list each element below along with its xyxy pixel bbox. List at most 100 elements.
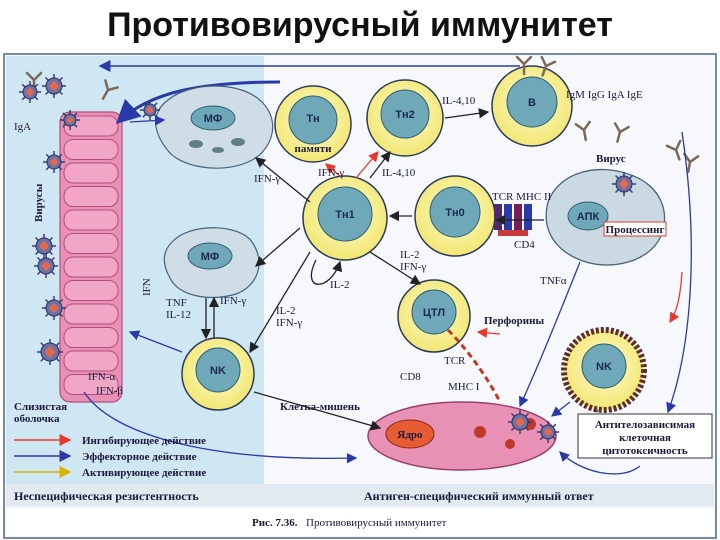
epithelial-cell (63, 256, 119, 278)
virus-particle-icon (19, 81, 41, 103)
b-label: B (528, 97, 536, 109)
interaction-arrows (83, 115, 692, 475)
antibody-icon (613, 122, 630, 143)
virus-particle-icon (42, 296, 66, 320)
th-memory-cell: Тн памяти (274, 85, 352, 163)
epithelial-cell (63, 280, 119, 301)
virus-particle-icon (37, 339, 63, 365)
macrophage-mid: МФ (163, 227, 260, 299)
adcc-label-1: Антителозависимая (595, 419, 695, 431)
ifn-vertical: IFN (141, 278, 153, 296)
adcc-label-2: клеточная (619, 432, 671, 444)
ifn-g-th1-th2: IFN-γ (318, 167, 344, 179)
mucosa-label-1: Слизистая (14, 401, 67, 413)
ifn-g-th1-mf: IFN-γ (254, 173, 280, 185)
perforins-label: Перфорины (484, 315, 544, 327)
nucleus-label: Ядро (397, 429, 423, 441)
legend-effector: Эффекторное действие (82, 451, 197, 463)
epithelial-cell (63, 162, 119, 184)
th0-cell: Тн0 (414, 175, 496, 257)
apc-cell: АПК Процессинг (545, 168, 667, 266)
adcc-box: Антителозависимая клеточная цитотоксично… (577, 413, 713, 459)
tnf-alpha-label: TNFα (540, 275, 567, 287)
nk-right-label: NK (596, 361, 612, 373)
th2-cell: Тн2 (366, 79, 444, 157)
cd4-label: CD4 (514, 239, 535, 251)
processing-label: Процессинг (606, 224, 665, 236)
caption-number: Рис. 7.36. (252, 517, 298, 529)
epithelial-cell (63, 209, 119, 231)
adcc-label-3: цитотоксичность (602, 445, 688, 457)
nk-left-label: NK (210, 365, 226, 377)
mhc1-label: MHC I (448, 381, 480, 393)
th1-cell: Тн1 (302, 175, 388, 261)
tnf-label: TNF (166, 297, 187, 309)
th1-label: Тн1 (335, 209, 354, 221)
antibody-icon (574, 120, 591, 142)
legend: Ингибирующее действие Эффекторное действ… (14, 434, 206, 479)
th0-label: Тн0 (445, 207, 464, 219)
th-memory-label-1: Тн (306, 113, 319, 125)
tcr-label: TCR (444, 355, 466, 367)
virus-particles (19, 74, 636, 443)
legend-inhibit: Ингибирующее действие (82, 435, 206, 447)
virus-particle-icon (537, 421, 559, 443)
epithelial-cell (63, 139, 119, 160)
b-cell: B (491, 65, 573, 147)
nk-right-cell: NK (561, 327, 647, 413)
virus-label: Вирус (596, 153, 626, 165)
virus-particle-icon (508, 410, 532, 434)
epithelial-cell (63, 327, 119, 348)
virus-particle-icon (612, 172, 636, 196)
il2-ctl-label: IL-2 (400, 249, 420, 261)
il2-nk-label: IL-2 (276, 305, 296, 317)
il12-label: IL-12 (166, 309, 191, 321)
antibody-icon (101, 79, 119, 100)
mucosa-arrow (115, 80, 281, 125)
cd8-label: CD8 (400, 371, 421, 383)
epithelial-cell (63, 186, 119, 207)
caption-band (6, 508, 714, 536)
il-4-10-top: IL-4,10 (442, 95, 476, 107)
ig-classes: IgM IgG IgA IgE (566, 89, 643, 101)
mf-top-label: МФ (204, 113, 223, 125)
virus-particle-icon (42, 74, 66, 98)
virus-particle-icon (60, 110, 80, 130)
virus-particle-icon (140, 100, 160, 120)
page-title: Противовирусный иммунитет (107, 6, 613, 44)
antibody-icon (665, 139, 682, 161)
epithelial-cell (63, 374, 119, 395)
virus-particle-icon (34, 254, 58, 278)
th2-label: Тн2 (395, 109, 414, 121)
epithelium (59, 111, 123, 403)
caption-text: Противовирусный иммунитет (306, 517, 447, 529)
mf-mid-label: МФ (201, 251, 220, 263)
epithelial-cell (63, 233, 119, 254)
ifn-g-nk-label: IFN-γ (276, 317, 302, 329)
ifn-g-mf-nk: IFN-γ (220, 295, 246, 307)
viruses-label: Вирусы (33, 183, 45, 222)
legend-activate: Активирующее действие (82, 467, 206, 479)
tcr-mhc-label: TCR MHC II (492, 191, 552, 203)
target-cell-label: Клетка-мишень (280, 401, 360, 413)
antibody-icon (515, 55, 533, 76)
epithelial-cell (63, 350, 119, 372)
iga-left-label: IgA (14, 121, 31, 133)
th-memory-label-2: памяти (294, 143, 332, 155)
antibody-icon (540, 55, 557, 77)
footer-specific: Антиген-специфический иммунный ответ (364, 489, 594, 503)
ifn-g-ctl-label: IFN-γ (400, 261, 426, 273)
footer-nonspecific: Неспецифическая резистентность (14, 489, 199, 503)
macrophage-top: МФ (155, 85, 274, 169)
ifn-a-label: IFN-α (88, 371, 115, 383)
target-cell: Ядро (367, 401, 557, 471)
nk-left-cell: NK (181, 337, 255, 411)
mucosa-label-2: оболочка (14, 413, 60, 425)
virus-particle-icon (32, 234, 56, 258)
il2-loop-label: IL-2 (330, 279, 350, 291)
ifn-b-label: IFN-β (96, 385, 123, 397)
il-4-10-mid: IL-4,10 (382, 167, 416, 179)
ctl-label: ЦТЛ (423, 307, 445, 319)
epithelial-cell (63, 303, 119, 325)
th2-to-b-arrow (444, 108, 490, 119)
